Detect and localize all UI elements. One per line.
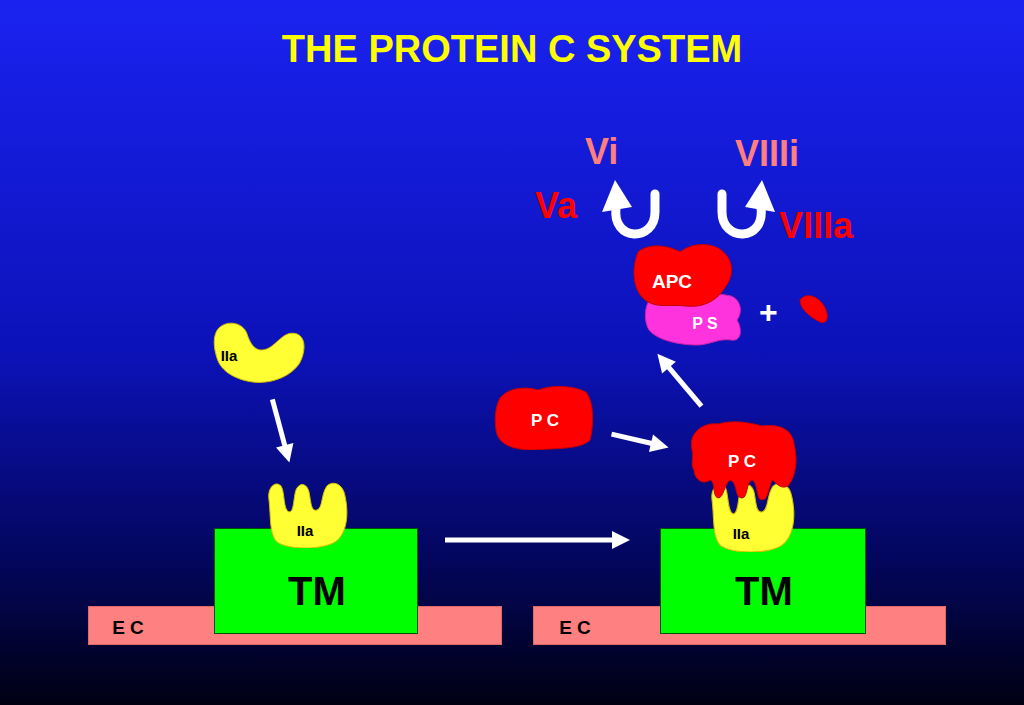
node-shape <box>269 483 347 548</box>
reaction-arrow <box>657 354 701 406</box>
node-label: IIa <box>297 523 314 538</box>
reaction-arrow <box>445 531 630 549</box>
thrombin-free: IIa <box>213 320 305 384</box>
arrow-shaft <box>668 366 702 406</box>
arrow-head <box>745 180 775 212</box>
thrombin-bound: IIa <box>265 480 348 548</box>
arrow-head <box>649 435 669 453</box>
node-shape <box>645 292 740 345</box>
reaction-arrow <box>272 399 293 462</box>
node-shape <box>214 323 304 382</box>
factor-label: Va <box>535 188 577 224</box>
node-shape <box>495 386 592 450</box>
cofactor-fragment <box>800 296 827 323</box>
node-label: E C <box>112 618 144 637</box>
arrow-head <box>602 180 632 212</box>
node-label: IIa <box>221 348 238 363</box>
node-label: P C <box>531 412 559 429</box>
node-label: APC <box>652 272 692 291</box>
protein-c-free: P C <box>494 384 595 450</box>
node-label: E C <box>559 618 591 637</box>
factor-label: + <box>759 296 778 328</box>
reaction-arrow <box>612 434 669 452</box>
diagram-title: THE PROTEIN C SYSTEM <box>0 30 1024 68</box>
arrow-shaft <box>612 434 653 444</box>
factor-label: Vi <box>585 134 618 170</box>
arrow-head <box>612 531 630 549</box>
arrow-head <box>276 443 293 463</box>
arrow-head <box>657 354 675 374</box>
node-label: TM <box>735 571 793 611</box>
node-shape <box>712 483 794 552</box>
arrow-shaft <box>445 537 614 542</box>
node-label: IIa <box>733 526 750 541</box>
factor-label: VIIIa <box>779 208 853 244</box>
node-label: P S <box>692 316 718 332</box>
node-label: TM <box>288 571 346 611</box>
node-shape <box>634 245 732 307</box>
apc-protein: APC <box>630 242 735 350</box>
node-outline <box>265 480 348 548</box>
arrow-shaft <box>272 399 285 447</box>
node-label: P C <box>728 453 756 470</box>
protein-c-bound: P C <box>688 420 797 500</box>
factor-label: VIIIi <box>735 136 799 172</box>
